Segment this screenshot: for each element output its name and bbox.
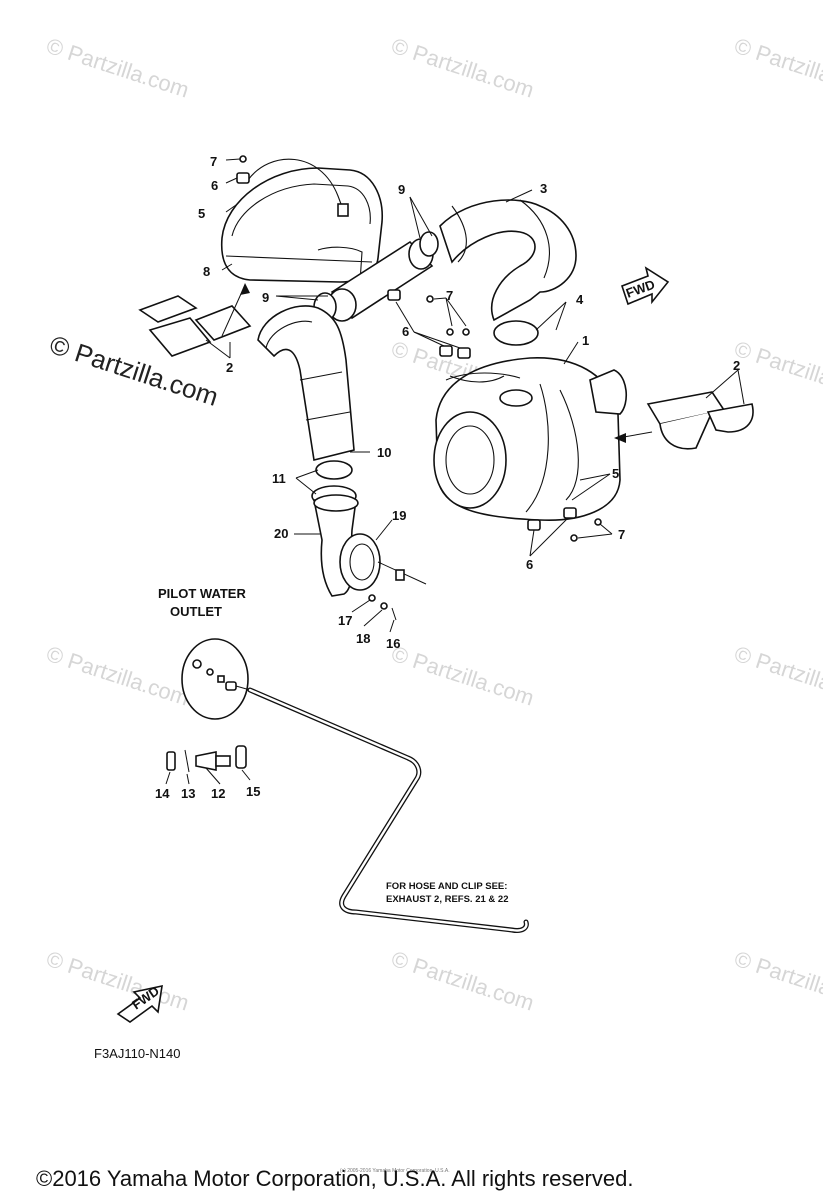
callout-7: 7 <box>446 288 453 303</box>
watermark-text: © Partzilla.com <box>43 33 192 103</box>
callout-5: 5 <box>612 466 619 481</box>
fastener-top <box>236 155 250 184</box>
watermark-text: © Partzilla.com <box>731 336 823 406</box>
callout-7: 7 <box>618 527 625 542</box>
pilot-label-line1: PILOT WATER <box>158 586 246 601</box>
fwd-arrow-top: FWD <box>620 266 670 306</box>
callout-20: 20 <box>274 526 288 541</box>
callout-14: 14 <box>155 786 170 801</box>
part-2-pads-right <box>646 391 754 450</box>
callout-10: 10 <box>377 445 391 460</box>
callout-11: 11 <box>272 471 286 486</box>
callout-16: 16 <box>386 636 400 651</box>
watermark-text: © Partzilla.com <box>731 641 823 711</box>
callout-19: 19 <box>392 508 406 523</box>
part-2-pads-left <box>138 295 252 357</box>
pilot-detail <box>181 638 251 720</box>
callout-2: 2 <box>226 360 233 375</box>
watermark-text: © Partzilla.com <box>731 946 823 1016</box>
callout-18: 18 <box>356 631 370 646</box>
watermark-text: © Partzilla.com <box>388 946 537 1016</box>
callout-8: 8 <box>203 264 210 279</box>
callout-3: 3 <box>540 181 547 196</box>
watermark-text: © Partzilla.com <box>43 641 192 711</box>
callout-9: 9 <box>398 182 405 197</box>
pilot-hose-inner <box>248 688 528 932</box>
callout-1: 1 <box>582 333 589 348</box>
pilot-label-line2: OUTLET <box>170 604 222 619</box>
part-1-airbox <box>433 357 627 521</box>
watermark-layer: © Partzilla.com © Partzilla.com © Partzi… <box>43 33 823 1016</box>
callout-5: 5 <box>198 206 205 221</box>
part-3-hose <box>439 199 577 346</box>
parts-12-15 <box>166 745 247 773</box>
callout-15: 15 <box>246 784 260 799</box>
hose-note-line1: FOR HOSE AND CLIP SEE: <box>386 881 507 892</box>
watermark-text: © Partzilla.com <box>731 33 823 103</box>
callout-13: 13 <box>181 786 195 801</box>
tiny-copyright: (c) 2005-2016 Yamaha Motor Corporation, … <box>340 1168 450 1174</box>
hose-note-line2: EXHAUST 2, REFS. 21 & 22 <box>386 894 508 905</box>
watermark-text: © Partzilla.com <box>388 641 537 711</box>
callout-6: 6 <box>211 178 218 193</box>
watermark-text: © Partzilla.com <box>43 946 192 1016</box>
part-8-box <box>220 158 383 283</box>
callout-12: 12 <box>211 786 225 801</box>
callout-17: 17 <box>338 613 352 628</box>
arrow-head <box>614 433 626 443</box>
callout-4: 4 <box>576 292 584 307</box>
callout-7: 7 <box>210 154 217 169</box>
part-20-elbow <box>313 494 427 621</box>
arrow-head <box>240 283 250 295</box>
callout-6: 6 <box>402 324 409 339</box>
callouts: 7 6 5 8 9 3 9 7 4 6 1 2 2 10 11 5 19 20 … <box>155 154 740 801</box>
watermark-text: © Partzilla.com <box>388 33 537 103</box>
fasteners-middle <box>387 289 602 542</box>
callout-2: 2 <box>733 358 740 373</box>
callout-9: 9 <box>262 290 269 305</box>
leader-lines <box>165 158 745 785</box>
callout-6: 6 <box>526 557 533 572</box>
diagram-code: F3AJ110-N140 <box>94 1046 180 1061</box>
copyright-footer: ©2016 Yamaha Motor Corporation, U.S.A. A… <box>36 1166 633 1191</box>
